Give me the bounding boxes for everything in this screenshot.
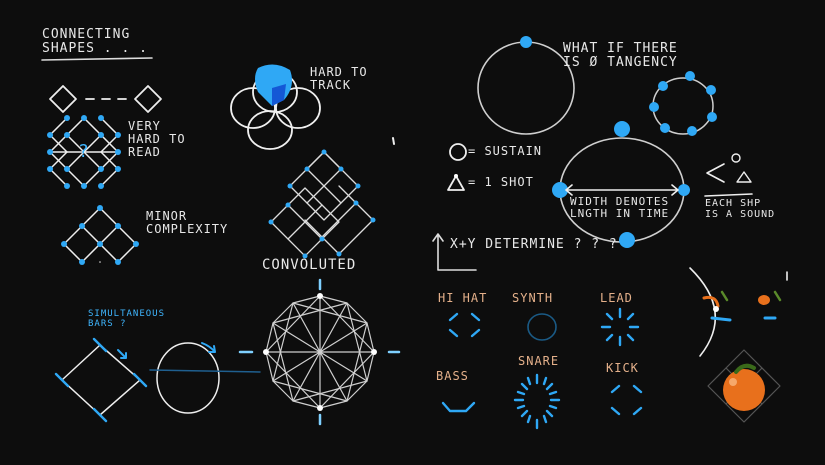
label-synth: SYNTH — [512, 291, 554, 305]
note-each-shape: EACH SHP IS A SOUND — [705, 198, 776, 220]
note-simultaneous-bars: SIMULTANEOUS BARS ? — [88, 309, 166, 329]
note-convoluted: CONVOLUTED — [262, 257, 357, 273]
note-connecting-shapes: CONNECTING SHAPES . . . — [42, 27, 148, 57]
label-kick: KICK — [606, 361, 639, 375]
note-minor-complexity: MINOR COMPLEXITY — [146, 209, 229, 237]
label-hi-hat: HI HAT — [438, 291, 488, 305]
label-snare: SNARE — [518, 354, 560, 368]
note-hard-to-track: HARD TO TRACK — [310, 65, 368, 93]
note-width-denotes: WIDTH DENOTES LNGTH IN TIME — [570, 195, 670, 221]
label-lead: LEAD — [600, 291, 633, 305]
note-very-hard-to-read: VERY HARD TO READ — [128, 119, 186, 160]
note-question-mark: ? — [78, 141, 90, 162]
note-sustain: = SUSTAIN — [468, 144, 543, 158]
label-bass: BASS — [436, 369, 469, 383]
note-one-shot: = 1 SHOT — [468, 175, 534, 189]
note-xy-determine: X+Y DETERMINE ? ? ? — [450, 237, 618, 252]
note-what-if: WHAT IF THERE IS Ø TANGENCY — [563, 41, 678, 71]
